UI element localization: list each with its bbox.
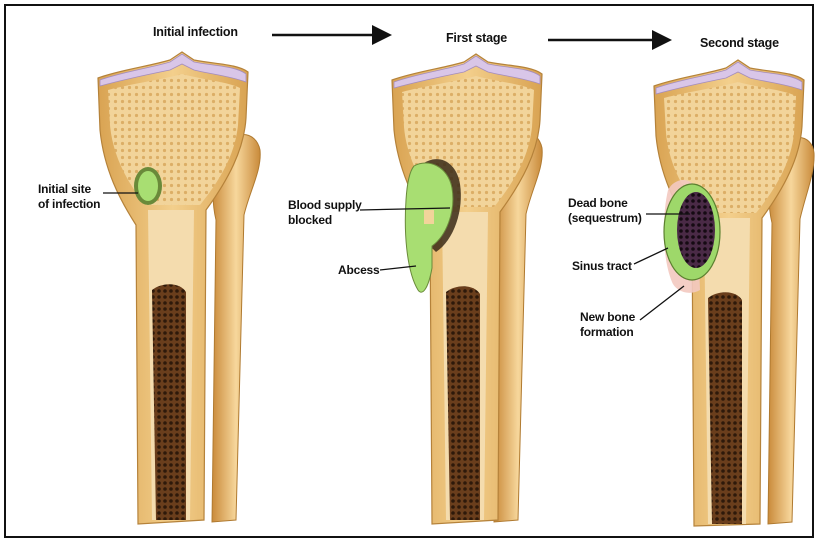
label-abcess: Abcess xyxy=(338,263,380,278)
label-new-bone-formation: New bone formation xyxy=(580,310,635,340)
bone-first-stage xyxy=(392,54,542,524)
bone-second-stage xyxy=(654,60,814,526)
label-line: Dead bone xyxy=(568,196,642,211)
arrow-right-icon xyxy=(272,25,392,45)
label-sinus-tract: Sinus tract xyxy=(572,259,632,274)
bone-initial-infection xyxy=(98,52,260,524)
label-line: blocked xyxy=(288,213,362,228)
label-line: Sinus tract xyxy=(572,259,632,274)
label-line: Blood supply xyxy=(288,198,362,213)
label-initial-site-of-infection: Initial site of infection xyxy=(38,182,100,212)
label-blood-supply-blocked: Blood supply blocked xyxy=(288,198,362,228)
label-line: New bone xyxy=(580,310,635,325)
label-line: of infection xyxy=(38,197,100,212)
label-dead-bone-sequestrum: Dead bone (sequestrum) xyxy=(568,196,642,226)
arrow-right-icon xyxy=(548,30,672,50)
label-line: (sequestrum) xyxy=(568,211,642,226)
label-line: formation xyxy=(580,325,635,340)
label-line: Initial site xyxy=(38,182,100,197)
label-line: Abcess xyxy=(338,263,380,278)
